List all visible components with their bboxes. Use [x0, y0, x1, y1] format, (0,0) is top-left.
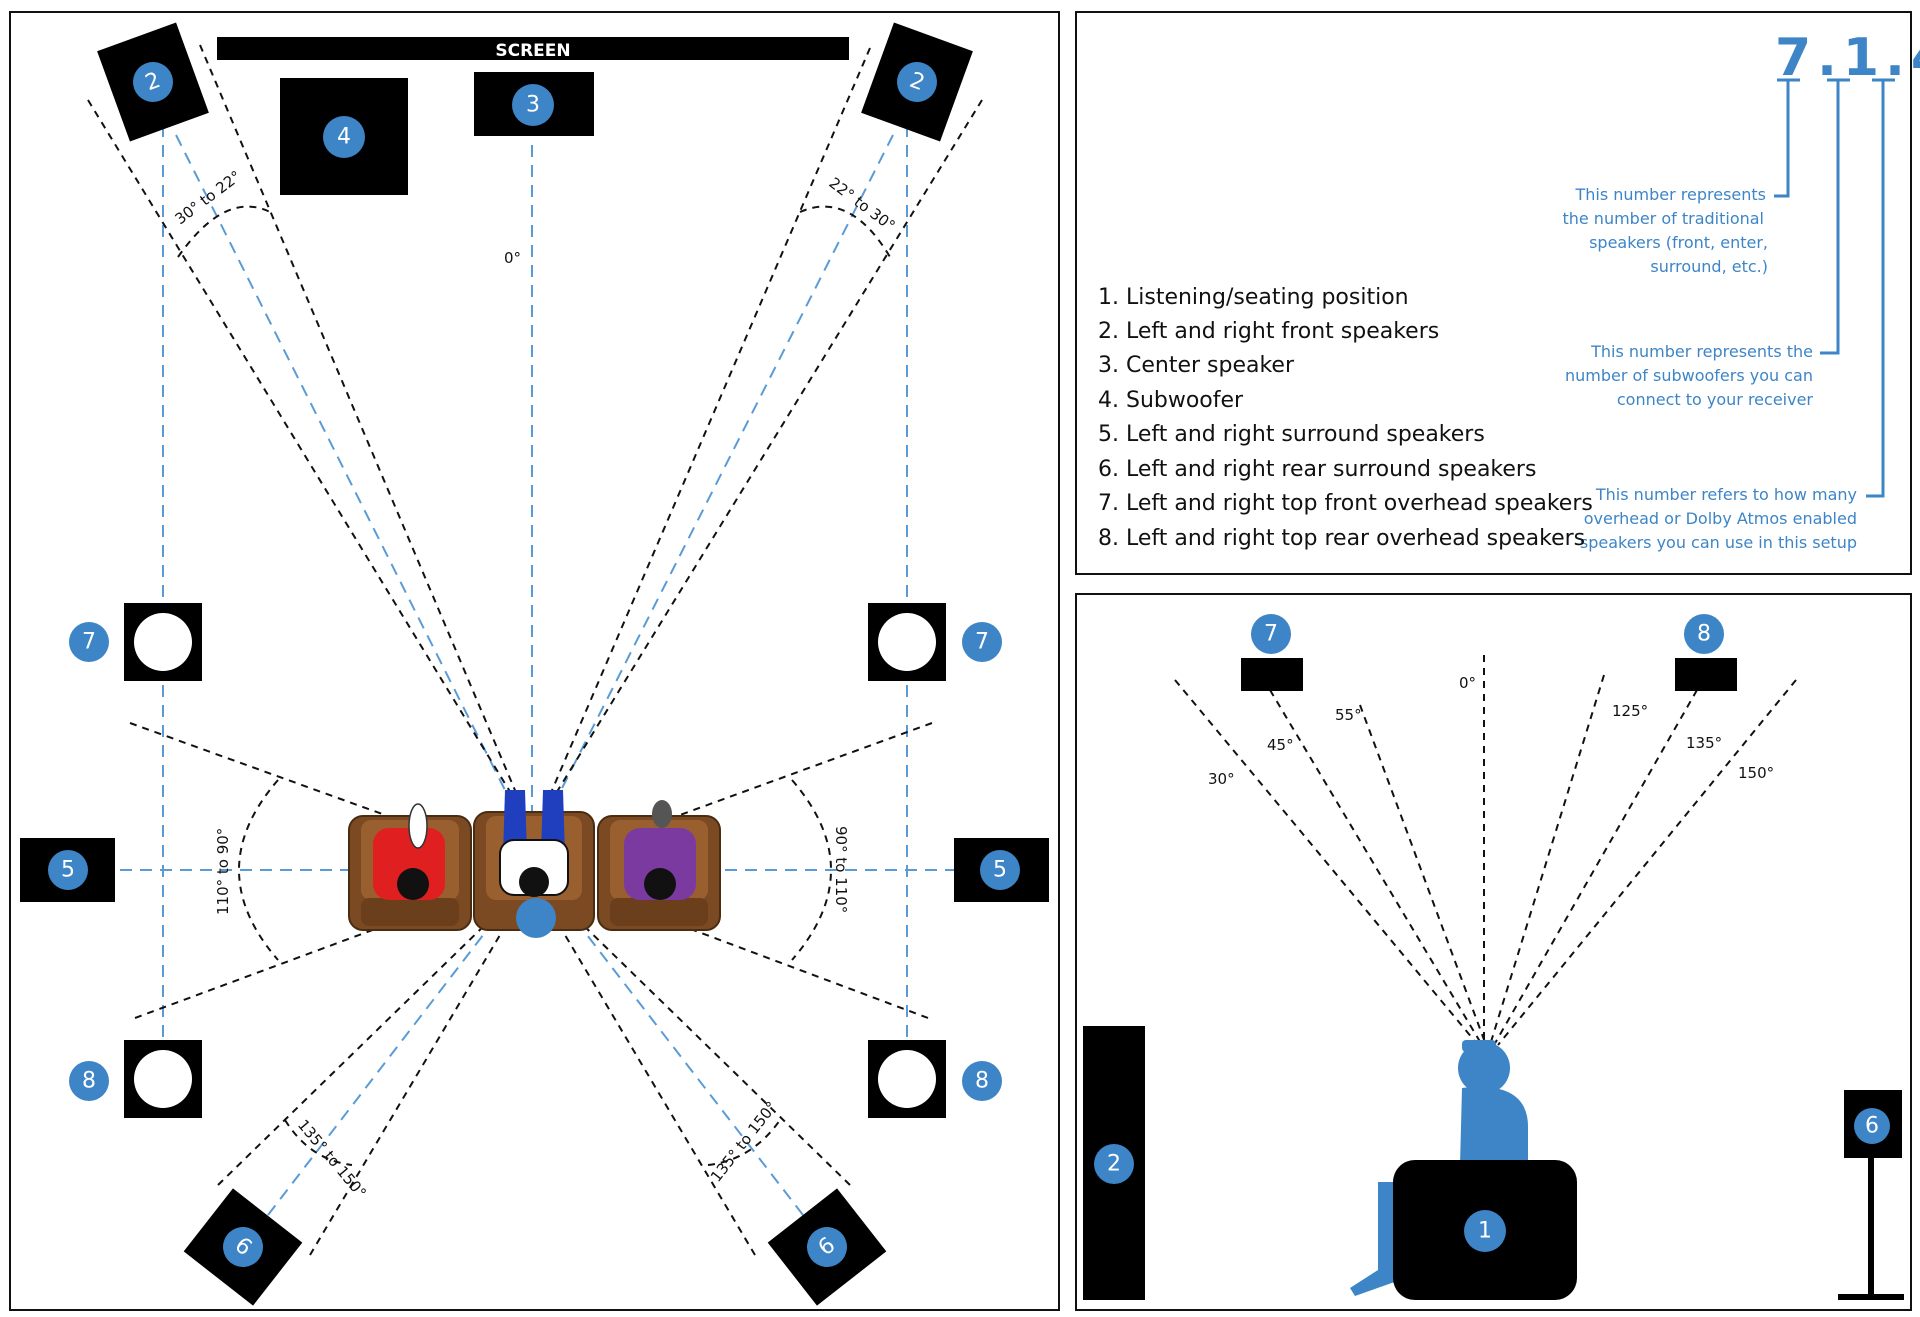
- angle-label-front-left: 30° to 22°: [172, 167, 245, 228]
- angle-label-rear-right: 135° to 150°: [707, 1098, 781, 1185]
- side-view-diagram: 30° 45° 55° 0° 125° 135° 150° 7 8 2 6: [1083, 614, 1904, 1300]
- svg-text:overhead or Dolby Atmos enable: overhead or Dolby Atmos enabled: [1584, 509, 1857, 528]
- side-front-speaker: 2: [1083, 1026, 1145, 1300]
- top-view-diagram: SCREEN: [20, 22, 1049, 1306]
- top-view-panel: [9, 11, 1060, 1311]
- side-view-panel: [1075, 593, 1912, 1311]
- side-angle-55: 55°: [1335, 706, 1362, 724]
- legend-item: 5. Left and right surround speakers: [1098, 422, 1485, 447]
- angle-lines: [87, 44, 983, 1256]
- marker-5: 5: [61, 858, 75, 883]
- screen: [217, 37, 849, 60]
- angle-label-side-right: 90° to 110°: [832, 826, 850, 913]
- format-note-1: This number represents the number of tra…: [1562, 185, 1768, 276]
- subwoofer: 4: [280, 78, 408, 195]
- right-chair: [597, 800, 721, 931]
- svg-text:number of subwoofers you can: number of subwoofers you can: [1565, 366, 1813, 385]
- format-note-2: This number represents the number of sub…: [1565, 342, 1813, 409]
- side-angle-30: 30°: [1208, 770, 1235, 788]
- marker-8: 8: [1697, 622, 1711, 647]
- svg-text:the number of traditional: the number of traditional: [1562, 209, 1764, 228]
- top-rear-overhead-left: 8: [69, 1040, 202, 1118]
- marker-1: 1: [1478, 1219, 1492, 1244]
- svg-text:This number refers to how many: This number refers to how many: [1595, 485, 1857, 504]
- svg-text:speakers (front, enter,: speakers (front, enter,: [1589, 233, 1768, 252]
- side-seat: 1: [1393, 1160, 1577, 1300]
- listening-position-dot: [516, 898, 556, 938]
- rear-left-speaker: 6: [183, 1188, 303, 1306]
- rear-right-speaker: 6: [767, 1188, 887, 1306]
- side-rear-speaker: 6: [1838, 1090, 1904, 1300]
- legend-item: 7. Left and right top front overhead spe…: [1098, 491, 1593, 516]
- left-chair: [348, 803, 472, 931]
- seating-row: [348, 790, 721, 938]
- side-angle-125: 125°: [1612, 702, 1648, 720]
- center-chair: [473, 790, 595, 931]
- top-front-overhead-left: 7: [69, 603, 202, 681]
- legend-item: 6. Left and right rear surround speakers: [1098, 457, 1536, 482]
- side-angle-135: 135°: [1686, 734, 1722, 752]
- svg-text:This number represents: This number represents: [1574, 185, 1766, 204]
- svg-text:speakers you can use in this s: speakers you can use in this setup: [1580, 533, 1857, 552]
- marker-5: 5: [993, 858, 1007, 883]
- legend-item: 3. Center speaker: [1098, 353, 1295, 378]
- front-right-speaker: 2: [861, 22, 973, 142]
- blue-guide-lines: [120, 125, 960, 1216]
- marker-7: 7: [82, 630, 96, 655]
- front-left-speaker: 2: [97, 22, 209, 142]
- angle-label-center: 0°: [504, 249, 521, 267]
- top-front-overhead-right: 7: [868, 603, 1002, 681]
- center-speaker: 3: [474, 72, 594, 136]
- angle-label-side-left: 110° to 90°: [214, 828, 232, 915]
- marker-7: 7: [1264, 622, 1278, 647]
- svg-text:This number represents the: This number represents the: [1590, 342, 1813, 361]
- legend-item: 8. Left and right top rear overhead spea…: [1098, 526, 1585, 551]
- surround-right-speaker: 5: [954, 838, 1049, 902]
- format-number: 7.1.4: [1775, 28, 1920, 88]
- marker-3: 3: [526, 93, 540, 118]
- side-overhead-rear: 8: [1675, 614, 1737, 691]
- side-overhead-front: 7: [1241, 614, 1303, 691]
- marker-6: 6: [1865, 1114, 1879, 1139]
- side-angle-lines: [1174, 655, 1797, 1046]
- marker-8: 8: [975, 1069, 989, 1094]
- svg-text:connect to your receiver: connect to your receiver: [1617, 390, 1814, 409]
- format-label: 7.1.4: [1774, 28, 1920, 498]
- side-angle-45: 45°: [1267, 736, 1294, 754]
- svg-text:surround, etc.): surround, etc.): [1650, 257, 1768, 276]
- legend-item: 1. Listening/seating position: [1098, 285, 1409, 310]
- angle-label-rear-left: 135° to 150°: [294, 1116, 370, 1202]
- legend-list: 1. Listening/seating position 2. Left an…: [1098, 285, 1593, 551]
- side-angle-0: 0°: [1459, 674, 1476, 692]
- marker-7: 7: [975, 630, 989, 655]
- marker-2: 2: [1107, 1152, 1121, 1177]
- format-note-3: This number refers to how many overhead …: [1580, 485, 1857, 552]
- legend-item: 4. Subwoofer: [1098, 388, 1244, 413]
- legend-panel: [1075, 11, 1912, 575]
- marker-8: 8: [82, 1069, 96, 1094]
- legend-item: 2. Left and right front speakers: [1098, 319, 1439, 344]
- angle-label-front-right: 22° to 30°: [826, 174, 899, 235]
- top-rear-overhead-right: 8: [868, 1040, 1002, 1118]
- marker-4: 4: [337, 125, 351, 150]
- surround-left-speaker: 5: [20, 838, 115, 902]
- side-angle-150: 150°: [1738, 764, 1774, 782]
- screen-label: SCREEN: [495, 41, 570, 61]
